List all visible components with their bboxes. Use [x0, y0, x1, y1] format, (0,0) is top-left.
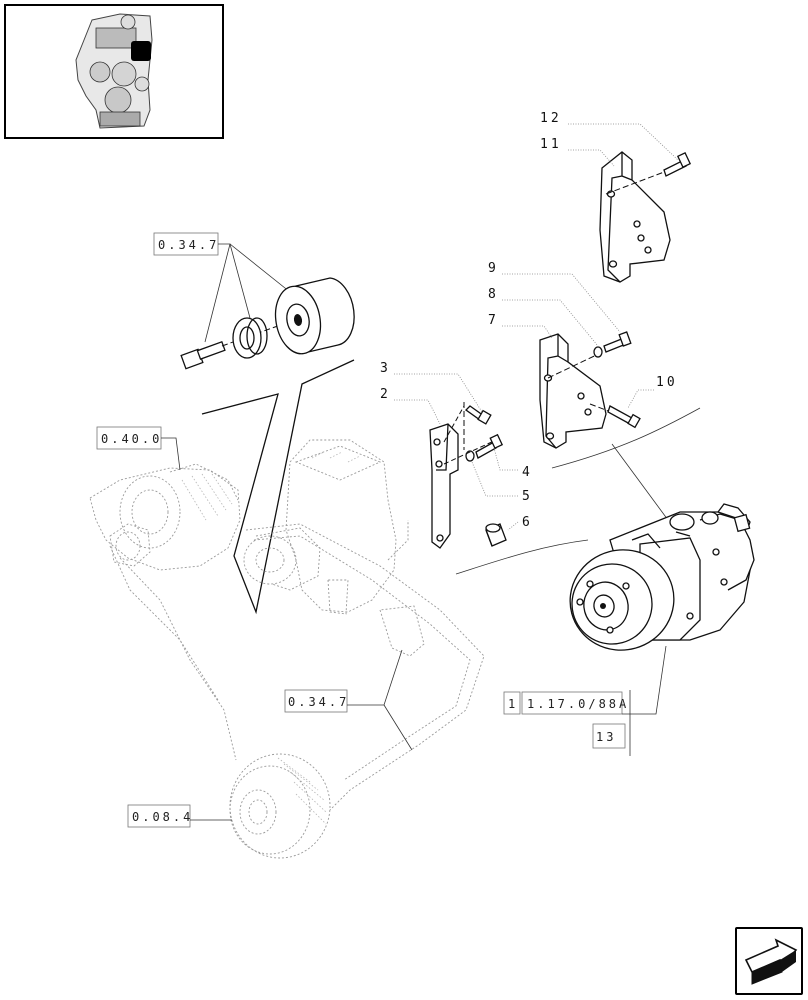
svg-text:13: 13	[596, 730, 616, 744]
callout-2: 2	[380, 387, 441, 425]
engine-background	[89, 439, 485, 859]
svg-text:12: 12	[540, 111, 562, 126]
svg-text:0.08.4: 0.08.4	[132, 810, 193, 824]
callout-6: 6	[507, 515, 533, 531]
middle-bracket	[539, 331, 641, 449]
pulley-bolt	[180, 340, 226, 370]
callout-10: 10	[627, 375, 678, 409]
callout-5: 5	[471, 461, 533, 504]
svg-text:3: 3	[380, 361, 391, 376]
assembly-arc-lower	[455, 539, 589, 575]
callout-12: 12	[540, 111, 679, 161]
idler-pulley-assembly: 0.34.7	[153, 232, 355, 370]
svg-text:10: 10	[656, 375, 678, 390]
svg-text:6: 6	[522, 515, 533, 530]
callout-11: 11	[540, 137, 615, 167]
svg-text:9: 9	[488, 261, 499, 276]
small-bracket	[429, 402, 507, 549]
pulley-bearing	[232, 317, 268, 359]
svg-text:11: 11	[540, 137, 562, 152]
callout-9: 9	[488, 261, 621, 333]
svg-text:5: 5	[522, 489, 533, 504]
svg-text:2: 2	[380, 387, 391, 402]
upper-bracket	[599, 151, 692, 283]
belt-ref: 0.34.7	[284, 649, 413, 751]
detail-break-line	[201, 359, 355, 615]
svg-text:1: 1	[508, 697, 518, 711]
compressor-ref: 1 1.17.0/88A 13	[503, 645, 667, 756]
svg-text:7: 7	[488, 313, 499, 328]
assembly-arc-upper	[551, 407, 701, 469]
svg-text:0.34.7: 0.34.7	[288, 695, 349, 709]
ac-compressor	[569, 503, 755, 651]
idler-pulley	[274, 277, 355, 355]
svg-text:8: 8	[488, 287, 499, 302]
idler-pulley-ref: 0.34.7	[158, 238, 219, 252]
svg-text:0.40.0: 0.40.0	[101, 432, 162, 446]
callout-4: 4	[493, 447, 533, 480]
svg-text:1.17.0/88A: 1.17.0/88A	[527, 697, 629, 711]
svg-text:4: 4	[522, 465, 533, 480]
callout-3: 3	[380, 361, 483, 413]
crank-pulley-ref: 0.08.4	[127, 804, 232, 828]
next-page-arrow-icon	[744, 938, 798, 985]
engine-thumbnail[interactable]	[4, 4, 224, 139]
next-page-button[interactable]	[735, 927, 803, 995]
engine-thumbnail-icon	[75, 13, 153, 129]
alternator-ref: 0.40.0	[96, 426, 181, 471]
compressor-leader	[611, 443, 669, 521]
callout-7: 7	[488, 313, 553, 339]
callout-8: 8	[488, 287, 599, 347]
